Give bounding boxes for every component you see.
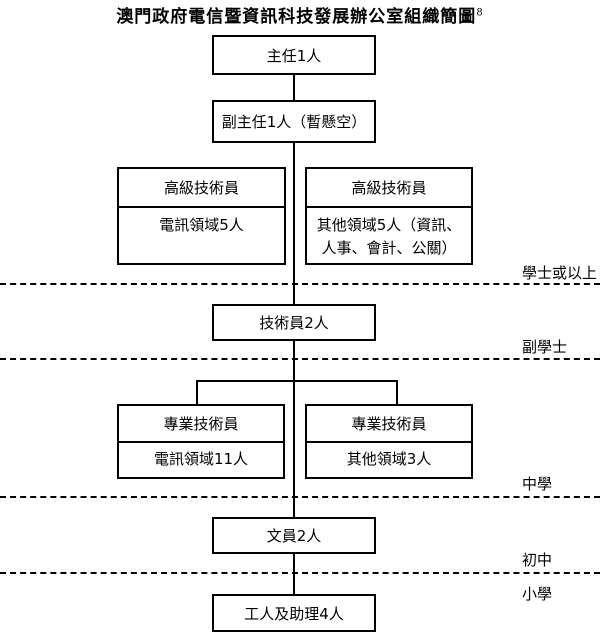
- node-senior-tech-telecom-body: 電訊領域5人: [159, 216, 244, 234]
- node-director: 主任1人: [212, 35, 376, 75]
- node-prof-tech-telecom: 專業技術員 電訊領域11人: [117, 404, 285, 479]
- node-clerk: 文員2人: [212, 517, 376, 554]
- level-label-secondary: 中學: [522, 475, 553, 493]
- node-senior-tech-other-body: 其他領域5人（資訊、人事、會計、公關）: [316, 216, 462, 257]
- diagram-title: 澳門政府電信暨資訊科技發展辦公室組織簡圖8: [0, 2, 600, 27]
- level-separator: [0, 358, 600, 360]
- node-senior-tech-other-header: 高級技術員: [307, 169, 471, 208]
- node-senior-tech-telecom: 高級技術員 電訊領域5人: [117, 167, 286, 265]
- node-senior-tech-other: 高級技術員 其他領域5人（資訊、人事、會計、公關）: [305, 167, 473, 265]
- node-prof-tech-other-body: 其他領域3人: [346, 450, 432, 468]
- node-senior-tech-telecom-header: 高級技術員: [119, 169, 284, 208]
- node-prof-tech-telecom-body: 電訊領域11人: [153, 450, 249, 468]
- node-deputy-label: 副主任1人（暫懸空）: [221, 113, 367, 131]
- level-separator: [0, 283, 600, 285]
- title-footnote: 8: [476, 7, 484, 19]
- level-label-bachelor: 學士或以上: [522, 264, 598, 282]
- node-prof-tech-telecom-header: 專業技術員: [119, 406, 283, 443]
- branch-left-drop: [196, 380, 198, 404]
- title-text: 澳門政府電信暨資訊科技發展辦公室組織簡圖: [116, 7, 477, 27]
- branch-connector: [196, 380, 398, 382]
- level-separator: [0, 572, 600, 574]
- node-prof-tech-other-header: 專業技術員: [307, 406, 471, 443]
- level-label-junior-secondary: 初中: [522, 551, 553, 569]
- node-deputy: 副主任1人（暫懸空）: [212, 100, 376, 143]
- node-technician: 技術員2人: [212, 304, 376, 341]
- level-separator: [0, 496, 600, 498]
- node-workers: 工人及助理4人: [212, 594, 376, 632]
- node-workers-label: 工人及助理4人: [244, 604, 344, 623]
- level-label-primary: 小學: [522, 585, 553, 603]
- node-prof-tech-other: 專業技術員 其他領域3人: [305, 404, 473, 479]
- node-technician-label: 技術員2人: [259, 314, 329, 332]
- node-clerk-label: 文員2人: [266, 527, 322, 545]
- branch-right-drop: [396, 380, 398, 404]
- level-label-associate: 副學士: [522, 338, 568, 356]
- node-director-label: 主任1人: [266, 46, 322, 65]
